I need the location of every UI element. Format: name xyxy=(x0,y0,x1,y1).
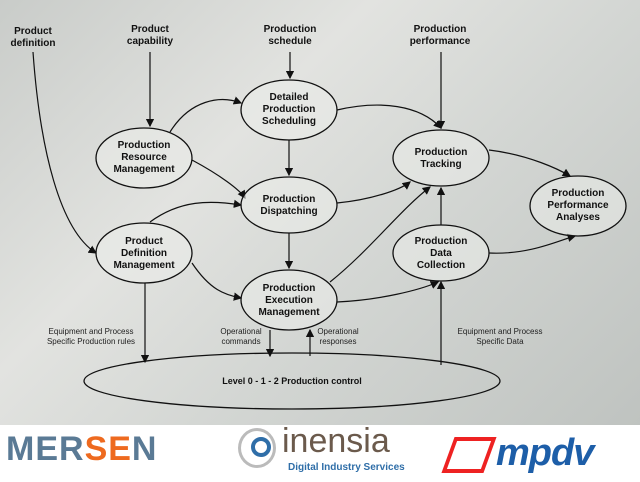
inensia-wordmark: inensia xyxy=(282,422,390,460)
node-execution-management[interactable] xyxy=(240,269,338,331)
label-production-control: Level 0 - 1 - 2 Production control xyxy=(222,376,362,386)
node-dispatching[interactable] xyxy=(240,176,338,234)
mpdv-logo: mpdv xyxy=(441,432,594,475)
node-production-control[interactable] xyxy=(83,352,501,410)
partner-logos xyxy=(0,425,640,482)
node-data-collection[interactable] xyxy=(392,224,490,282)
mpdv-symbol-icon xyxy=(441,436,497,473)
node-performance-analyses[interactable] xyxy=(529,175,627,237)
inensia-tagline: Digital Industry Services xyxy=(288,462,405,473)
mpdv-wordmark: mpdv xyxy=(496,432,594,474)
mersen-logo: MERSEN xyxy=(6,430,158,468)
node-tracking[interactable] xyxy=(392,129,490,187)
node-definition-management[interactable] xyxy=(95,222,193,284)
node-detailed-scheduling[interactable] xyxy=(240,79,338,141)
gear-icon xyxy=(238,428,276,468)
node-resource-management[interactable] xyxy=(95,127,193,189)
